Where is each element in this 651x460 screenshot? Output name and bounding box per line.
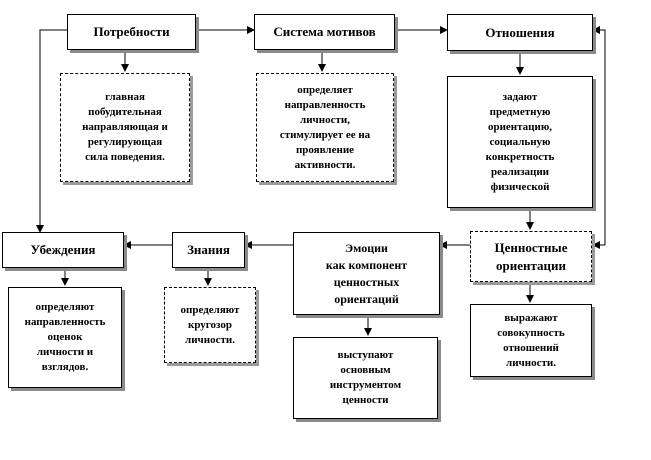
arrow-values-to-relations: [592, 26, 606, 245]
desc-knowledge: определяют кругозор личности.: [164, 287, 256, 363]
node-motives: Система мотивов: [254, 14, 395, 50]
desc-relations: задают предметную ориентацию, социальную…: [447, 76, 593, 208]
node-beliefs: Убеждения: [2, 232, 124, 268]
desc-needs: главная побудительная направляющая и рег…: [60, 73, 190, 182]
desc-relations-text: задают предметную ориентацию, социальную…: [485, 90, 555, 193]
node-relations-label: Отношения: [485, 24, 555, 40]
node-values: Ценностные ориентации: [470, 231, 592, 282]
desc-values: выражают совокупность отношений личности…: [470, 304, 592, 377]
node-emotions-label: Эмоции как компонент ценностных ориентац…: [325, 240, 408, 306]
desc-knowledge-text: определяют кругозор личности.: [180, 303, 240, 346]
desc-beliefs-text: определяют направленность оценок личност…: [24, 301, 106, 373]
desc-motives: определяет направленность личности, стим…: [256, 73, 394, 182]
node-values-label: Ценностные ориентации: [494, 239, 568, 273]
node-relations: Отношения: [447, 14, 593, 51]
desc-motives-text: определяет направленность личности, стим…: [279, 83, 371, 171]
desc-values-text: выражают совокупность отношений личности…: [497, 311, 565, 369]
node-needs-label: Потребности: [93, 24, 170, 39]
node-motives-label: Система мотивов: [273, 24, 376, 39]
desc-needs-text: главная побудительная направляющая и рег…: [82, 91, 168, 163]
desc-emotions-text: выступают основным инструментом ценности: [329, 349, 402, 406]
node-needs: Потребности: [67, 14, 196, 50]
node-beliefs-label: Убеждения: [30, 242, 96, 257]
node-knowledge-label: Знания: [187, 242, 230, 257]
node-emotions: Эмоции как компонент ценностных ориентац…: [293, 232, 440, 315]
desc-beliefs: определяют направленность оценок личност…: [8, 287, 122, 388]
node-knowledge: Знания: [172, 232, 245, 268]
desc-emotions: выступают основным инструментом ценности: [293, 337, 438, 419]
